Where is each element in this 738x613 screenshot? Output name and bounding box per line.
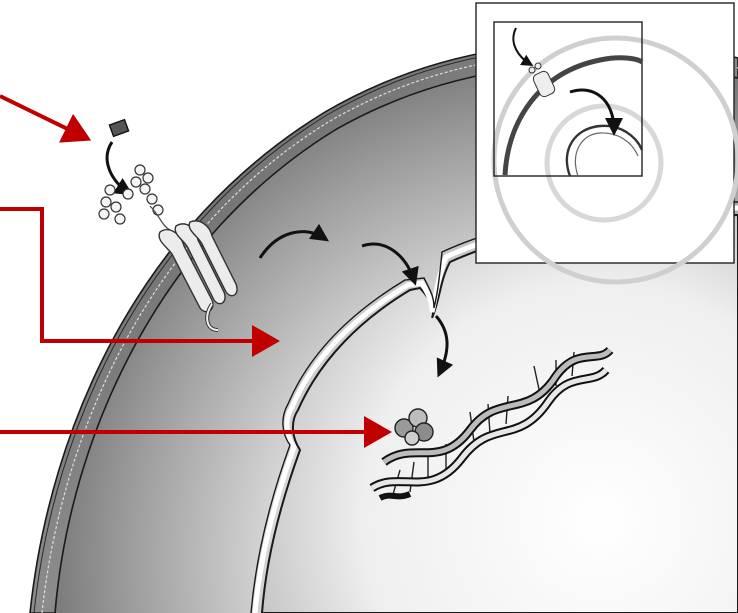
cell-overview-inset: [476, 3, 738, 282]
ligand-icon: [109, 120, 128, 137]
pointer-arrow-ligand: [0, 96, 84, 137]
